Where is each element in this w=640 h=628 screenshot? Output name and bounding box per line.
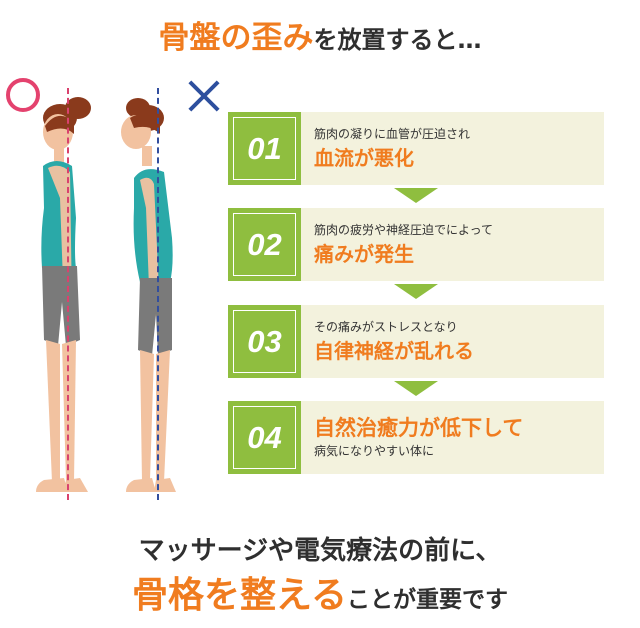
step-number-2: 02 (247, 226, 282, 262)
step-card-4: 04 自然治癒力が低下して 病気になりやすい体に (228, 401, 604, 474)
conclusion-highlight: 骨格を整える (132, 575, 347, 616)
step-arrow-3 (394, 381, 438, 396)
headline-highlight: 骨盤の歪み (158, 20, 314, 56)
step-card-3: 03 その痛みがストレスとなり 自律神経が乱れる (228, 305, 604, 378)
correct-posture-circle-icon (6, 78, 40, 112)
step-detail-3: その痛みがストレスとなり (314, 320, 458, 335)
step-detail-2: 筋肉の疲労や神経圧迫でによって (314, 223, 494, 238)
step-detail-4: 病気になりやすい体に (314, 444, 435, 459)
bad-posture-guide-line (157, 88, 159, 500)
step-number-4: 04 (247, 419, 282, 455)
step-result-3: 自律神経が乱れる (314, 338, 474, 363)
step-badge-1: 01 (228, 112, 301, 185)
step-number-3: 03 (247, 323, 282, 359)
step-result-1: 血流が悪化 (314, 145, 414, 170)
good-posture-guide-line (67, 88, 69, 500)
conclusion-line-1: マッサージや電気療法の前に、 (138, 536, 502, 566)
step-card-1: 01 筋肉の凝りに血管が圧迫され 血流が悪化 (228, 112, 604, 185)
step-number-1: 01 (247, 130, 282, 166)
step-detail-1: 筋肉の凝りに血管が圧迫され (314, 127, 471, 142)
good-posture-figure (36, 97, 91, 492)
step-arrow-1 (394, 188, 438, 203)
step-result-2: 痛みが発生 (314, 241, 414, 266)
conclusion-rest: ことが重要です (346, 587, 508, 613)
conclusion-line-2: 骨格を整えることが重要です (0, 566, 640, 618)
step-badge-2: 02 (228, 208, 301, 281)
step-arrow-2 (394, 284, 438, 299)
headline-rest: を放置すると… (313, 26, 482, 54)
step-badge-3: 03 (228, 305, 301, 378)
step-badge-4: 04 (228, 401, 301, 474)
step-card-2: 02 筋肉の疲労や神経圧迫でによって 痛みが発生 (228, 208, 604, 281)
step-result-4: 自然治癒力が低下して (314, 415, 524, 440)
headline: 骨盤の歪みを放置すると… (0, 12, 640, 57)
bad-posture-figure (121, 98, 176, 492)
